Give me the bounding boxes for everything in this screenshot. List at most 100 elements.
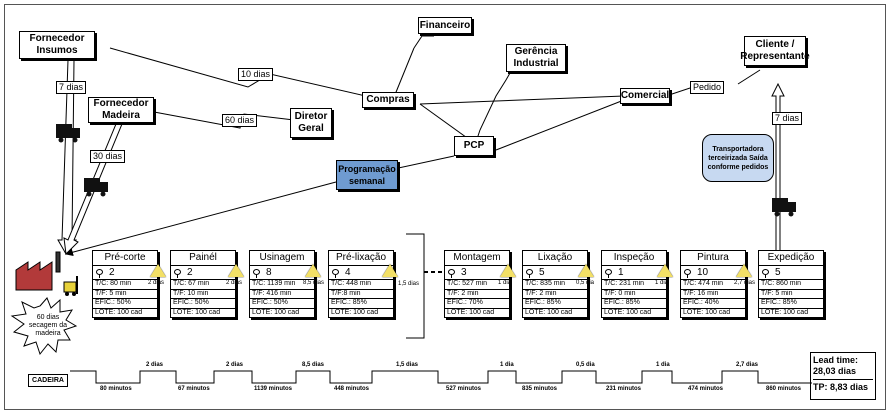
process-name: Pré-lixação xyxy=(329,251,393,266)
process-efic: EFIC.: 40% xyxy=(681,299,745,309)
process-name: Montagem xyxy=(445,251,509,266)
process-tf: T/F: 2 min xyxy=(445,290,509,299)
operator-count: 2 xyxy=(187,267,193,278)
transportadora-label: Transportadora terceirizada Saída confor… xyxy=(707,145,769,171)
programacao-box: Programação semanal xyxy=(336,160,398,190)
process-name: Usinagem xyxy=(250,251,314,266)
process-tf: T/F: 0 min xyxy=(602,290,666,299)
timeline-processing-time: 527 minutos xyxy=(446,386,482,392)
supplier-madeira-box: Fornecedor Madeira xyxy=(88,97,154,123)
pcp-box: PCP xyxy=(454,136,494,156)
compras-label: Compras xyxy=(366,94,410,105)
operator-count: 10 xyxy=(697,267,709,278)
process-tf: T/F: 2 min xyxy=(523,290,587,299)
process-operators: 3 xyxy=(445,266,509,280)
inventory-triangle xyxy=(150,264,166,277)
operator-icon xyxy=(332,269,339,278)
process-name: Lixação xyxy=(523,251,587,266)
process-tc: T/C: 835 min xyxy=(523,280,587,290)
supplier-insumos-label: Fornecedor Insumos xyxy=(29,33,85,56)
truck-icon-insumos xyxy=(56,124,80,143)
flow-bracket xyxy=(406,233,425,339)
process-tf: T/F: 10 min xyxy=(171,290,235,299)
timeline-processing-time: 860 minutos xyxy=(766,386,802,392)
operator-icon xyxy=(253,269,260,278)
process-tc: T/C: 527 min xyxy=(445,280,509,290)
gerencia-label: Gerência Industrial xyxy=(513,46,559,69)
process-tc: T/C: 448 min xyxy=(329,280,393,290)
timeline-wait: 2 dias xyxy=(146,362,164,368)
inventory-label: 1 dia xyxy=(655,280,669,286)
process-efic: EFIC.: 70% xyxy=(445,299,509,309)
process-lote: LOTE: 100 cad xyxy=(447,308,495,316)
inventory-label: 1,5 dias xyxy=(398,281,420,287)
timeline-wait: 1,5 dias xyxy=(396,362,419,368)
operator-icon xyxy=(605,269,612,278)
process-lote: LOTE: 100 cad xyxy=(252,308,300,316)
programacao-label: Programação semanal xyxy=(338,164,396,186)
process-tf: T/F:8 min xyxy=(329,290,393,299)
process-lote: LOTE: 100 cad xyxy=(95,308,143,316)
financeiro-label: Financeiro xyxy=(419,19,471,31)
supplier-insumos-box: Fornecedor Insumos xyxy=(19,31,95,59)
process-tc: T/C: 67 min xyxy=(171,280,235,290)
process-tc: T/C: 80 min xyxy=(93,280,157,290)
process-efic: EFIC.: 85% xyxy=(523,299,587,309)
inventory-label: 8,5 dias xyxy=(303,280,325,286)
process-operators: 5 xyxy=(759,266,823,280)
process-name: Painél xyxy=(171,251,235,266)
secagem-burst xyxy=(10,297,78,356)
timeline-processing-time: 231 minutos xyxy=(606,386,642,392)
process-lote: LOTE: 100 cad xyxy=(173,308,221,316)
pcp-label: PCP xyxy=(463,140,485,151)
inventory-triangle xyxy=(382,264,398,277)
process-lote: LOTE: 100 cad xyxy=(761,308,809,316)
inventory-label: 2 dias xyxy=(148,280,165,286)
diretor-box: Diretor Geral xyxy=(290,108,332,138)
timeline-label: CADEIRA xyxy=(28,374,68,387)
secagem-label: 60 dias secagem da madeira xyxy=(28,314,68,337)
operator-count: 8 xyxy=(266,267,272,278)
timeline-wait: 2,7 dias xyxy=(736,362,759,368)
financeiro-box: Financeiro xyxy=(418,17,472,34)
timeline-wait: 2 dias xyxy=(226,362,244,368)
map-frame xyxy=(4,4,886,410)
process-name: Pintura xyxy=(681,251,745,266)
process-name: Expedição xyxy=(759,251,823,266)
label-60-dias: 60 dias xyxy=(222,114,258,127)
process-tf: T/F: 5 min xyxy=(759,290,823,299)
inventory-label: 2 dias xyxy=(226,280,243,286)
process-tf: T/F: 416 min xyxy=(250,290,314,299)
label-30-dias: 30 dias xyxy=(90,150,126,163)
process-operators: 2 xyxy=(93,266,157,280)
tp-value: TP: 8,83 dias xyxy=(813,379,873,393)
process-lote: LOTE: 100 cad xyxy=(604,308,652,316)
timeline-processing-time: 80 minutos xyxy=(100,386,132,392)
label-10-dias: 10 dias xyxy=(238,68,274,81)
truck-icon-madeira xyxy=(84,178,108,197)
process-operators: 8 xyxy=(250,266,314,280)
inventory-triangle xyxy=(305,264,321,277)
cliente-box: Cliente / Representante xyxy=(740,36,810,66)
operator-icon xyxy=(684,269,691,278)
process-name: Inspeção xyxy=(602,251,666,266)
timeline-processing-time: 67 minutos xyxy=(178,386,210,392)
timeline-processing-time: 1139 minutos xyxy=(254,386,293,392)
process-efic: EFIC.: 50% xyxy=(250,299,314,309)
inventory-triangle xyxy=(500,264,516,277)
inventory-label: 2,7 dias xyxy=(734,280,756,286)
timeline-processing-time: 835 minutos xyxy=(522,386,558,392)
lead-time-box: Lead time: 28,03 dias TP: 8,83 dias xyxy=(810,352,876,400)
factory-icon xyxy=(15,251,61,291)
process-tc: T/C: 231 min xyxy=(602,280,666,290)
inventory-triangle xyxy=(578,264,594,277)
gerencia-box: Gerência Industrial xyxy=(506,44,566,72)
label-pedido: Pedido xyxy=(690,81,725,94)
process-efic: EFIC.: 50% xyxy=(93,299,157,309)
